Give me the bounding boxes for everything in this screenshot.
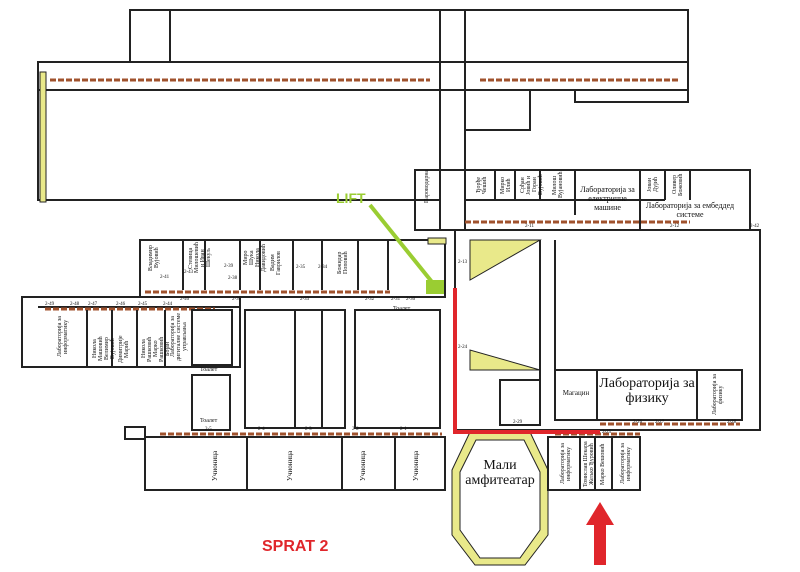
room-label: Тоалет [393,306,411,312]
lift-pointer-line [368,203,434,284]
top-wing [37,9,689,203]
room-label: Никола Машовић Велимир Вујовић [92,336,116,362]
room-label: Марко Вешовић [600,443,606,485]
room-number: 2-1 [400,427,407,432]
room-label: Оливер Божовић [672,173,684,197]
room-number: 2-28 [727,420,737,425]
room-number: 2-26 [633,420,643,425]
route-path [453,288,600,434]
room-label: Лабораторија за електричне машине [580,185,635,212]
room-label: Учионица [359,450,367,482]
lift-marker [426,280,444,294]
room-label: Учионица [412,450,420,482]
middle-row [139,237,447,298]
room-label: Срђан Јовић и Горан Вујовић [520,174,544,196]
lift-label: LIFT [336,190,366,206]
room-number: 2-33 [300,297,310,302]
room-label: Јован Дујић [647,177,659,193]
room-label: Лабораторија за информатику [560,443,572,485]
room-number: 2-13 [458,260,468,265]
room-number: 2-12 [670,224,680,229]
room-label: Пароводарна [424,169,430,203]
room-number: 2-25 [602,430,612,435]
room-number: 2-34 [318,265,328,270]
room-number: 2-48 [70,302,80,307]
room-label: Магацин [562,389,590,397]
room-number: 2-29 [513,420,523,425]
room-label: Божидар Поповић [337,251,349,275]
room-label: Милош Вујановић [552,171,564,198]
room-number: 2-24 [458,345,468,350]
central-section [454,229,761,431]
room-label: Ђорђе Чешић [476,176,488,194]
room-number: 2-45 [138,302,148,307]
room-label: Миро Шука Никола Давидовић [243,244,267,272]
room-number: 2-42 [750,224,760,229]
vertical-corridor [439,9,466,231]
room-number: 2-44 [163,302,173,307]
room-number: 2-5 [205,427,212,432]
room-number: 2-39 [224,264,234,269]
room-label: Никола Рашковић Марко Рашковић Бојан [141,336,171,362]
room-label: Лабораторија за ембеддед системе [645,201,735,219]
room-number: 2-4 [258,427,265,432]
room-label: Димитрије Марић [118,335,130,363]
room-number: 2-40 [180,297,190,302]
amphitheater-label: Мали амфитеатар [465,458,535,489]
room-number: 2-36 [232,297,242,302]
room-number: 2-35 [296,265,306,270]
room-label: Лабораторија за информатику [620,443,632,485]
bottom-classrooms [124,426,446,491]
room-label: Тоалет [200,418,218,424]
room-label: Мирко Илић [500,176,512,194]
floor-title: SPRAT 2 [262,538,329,555]
room-number: 2-32 [365,297,375,302]
room-label: Лабораторија за дигиталне системе управљ… [170,313,188,361]
room-number: 2-30 [406,297,416,302]
room-label: Томислав Шекара Жељко Ђуровић [583,441,595,487]
room-label: Владимир Вујовић [148,245,160,271]
room-number: 2-38 [228,276,238,281]
room-number: 2-3 [305,427,312,432]
room-number: 2-46 [116,302,126,307]
entrance-arrow-icon [586,502,614,565]
room-number: 2-27 [655,420,665,425]
room-number: 2-49 [45,302,55,307]
room-label: Стевица Милошевић и Иван Шекуљ [188,242,212,273]
room-number: 2-41 [160,275,170,280]
left-wing [21,296,241,431]
room-number: 2-31 [391,297,401,302]
room-label: Учионица [286,450,294,482]
room-label: Вадим Гаврилов [270,251,282,275]
room-label: Тоалет [200,367,218,373]
room-number: 2-11 [525,224,534,229]
room-label: Лабораторија за информатику [57,316,69,358]
room-number: 2-2 [352,427,359,432]
room-number: 2-43 [184,270,194,275]
room-label: Лабораторија за физику [712,374,724,416]
hall-right [354,309,441,429]
room-label: Учионица [211,450,219,482]
room-label: Лабораторија за физику [599,376,695,407]
room-number: 2-47 [88,302,98,307]
